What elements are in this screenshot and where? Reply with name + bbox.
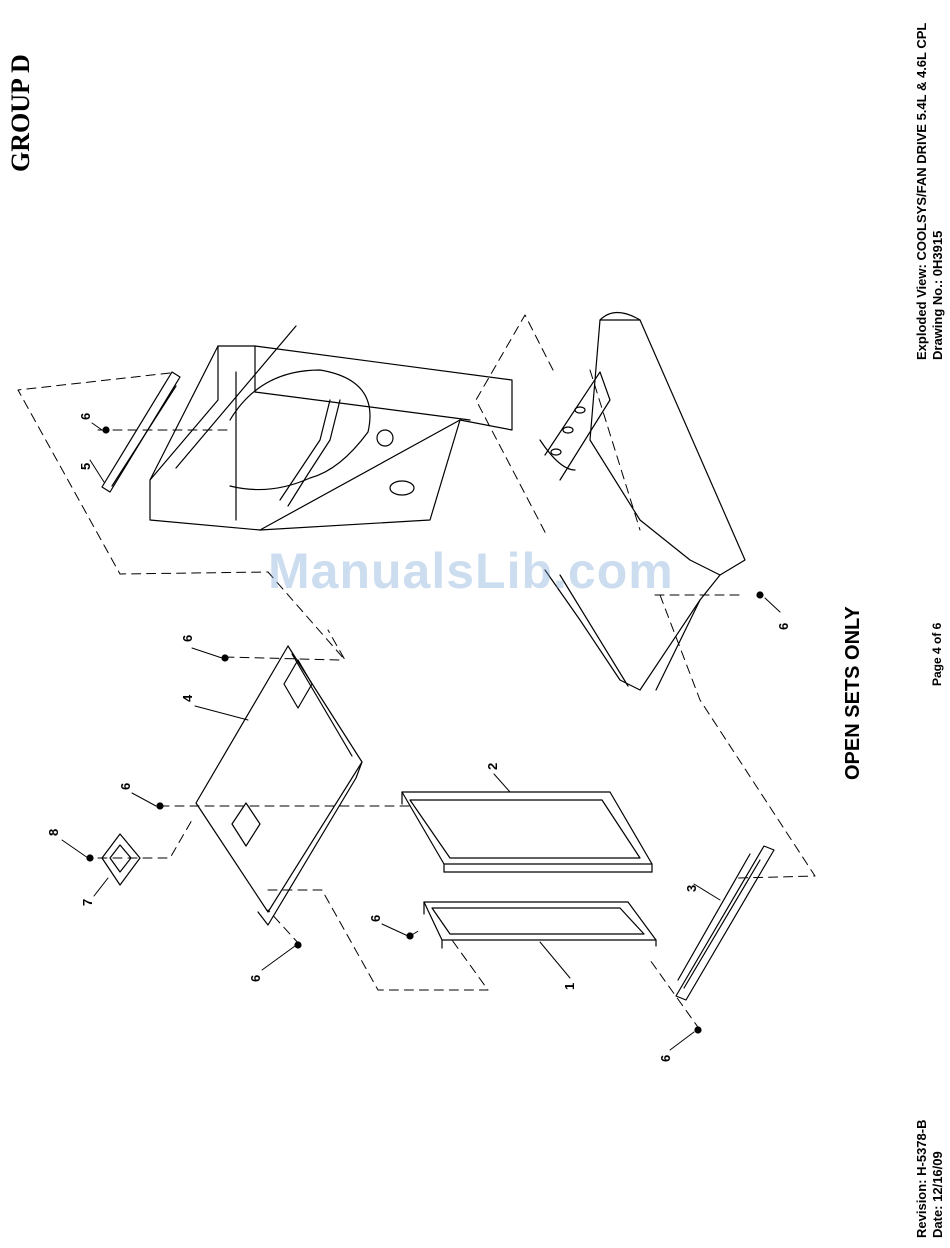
callout-6-mid: 6 <box>118 783 133 790</box>
callout-6-bottom: 6 <box>248 975 263 982</box>
fasteners <box>87 427 763 1033</box>
callout-8: 8 <box>46 829 61 836</box>
callout-3: 3 <box>684 885 699 892</box>
callout-7: 7 <box>80 899 95 906</box>
callout-5: 5 <box>78 463 93 470</box>
callout-labels: 6 5 6 4 6 8 7 2 6 6 1 3 6 6 <box>46 413 791 1062</box>
assembly-dash-lines <box>18 315 815 1030</box>
callout-1: 1 <box>562 983 577 990</box>
callout-6-right: 6 <box>776 623 791 630</box>
callout-6-top: 6 <box>78 413 93 420</box>
callout-2: 2 <box>485 763 500 770</box>
part-7-plate <box>102 834 140 885</box>
leader-lines <box>62 423 780 1050</box>
part-3-rail <box>676 846 774 1000</box>
support-assembly <box>540 313 745 691</box>
watermark: ManualsLib.com <box>268 542 674 600</box>
part-5-rail <box>102 372 180 492</box>
callout-4: 4 <box>180 694 195 702</box>
fan-shroud-assembly <box>150 326 512 530</box>
part-2-frame <box>402 792 652 872</box>
part-1-frame <box>424 902 656 948</box>
callout-6-panel: 6 <box>180 635 195 642</box>
callout-6-rail: 6 <box>658 1055 673 1062</box>
callout-6-frame: 6 <box>368 915 383 922</box>
part-4-panel <box>196 646 362 925</box>
